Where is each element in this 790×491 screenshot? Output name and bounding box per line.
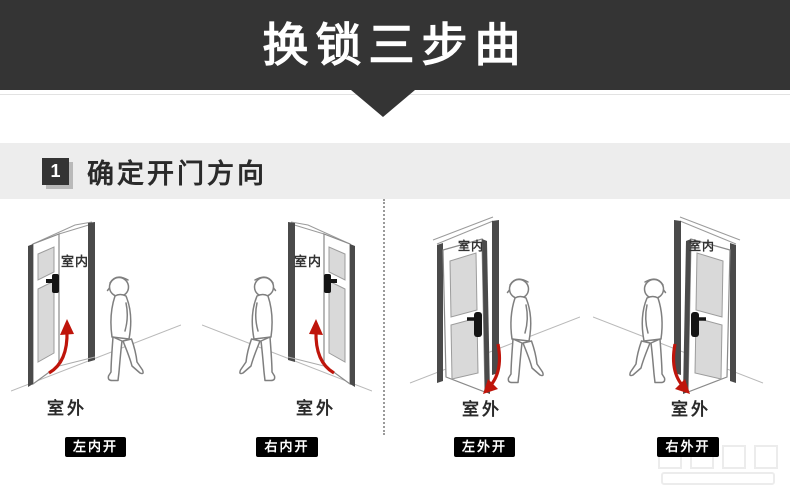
diagram-row: 室内 室外 左内开 室内 室外 右内开 室内 室外 左外开 室内 [0,199,790,457]
banner-pointer-triangle [351,90,415,117]
direction-label-left-inward: 左内开 [64,437,126,457]
door-illustration-right-inward: 室内 室外 [202,213,372,418]
banner: 换锁三步曲 [0,0,790,90]
direction-label-right-outward: 右外开 [657,437,719,457]
outdoor-label: 室外 [462,399,502,419]
door-illustration-left-outward: 室内 室外 [390,213,580,419]
indoor-label: 室内 [294,254,322,269]
door-art [11,222,181,391]
step-number-badge: 1 [42,157,69,185]
indoor-label: 室内 [457,238,483,253]
diagram-right-outward: 室内 室外 右外开 [586,213,790,457]
door-art [410,217,580,394]
direction-label-left-outward: 左外开 [453,437,515,457]
diagram-left-outward: 室内 室外 左外开 [383,213,586,457]
diagram-right-inward: 室内 室外 右内开 [191,213,383,457]
outdoor-label: 室外 [47,398,87,418]
door-art [202,222,372,391]
door-art [593,217,763,394]
step-number: 1 [50,161,61,181]
step-title: 确定开门方向 [87,158,267,189]
page-title: 换锁三步曲 [262,19,528,71]
dashed-divider [383,199,385,435]
door-illustration-left-inward: 室内 室外 [11,213,181,418]
outdoor-label: 室外 [671,399,711,419]
direction-label-right-inward: 右内开 [256,437,318,457]
indoor-label: 室内 [60,254,88,269]
door-illustration-right-outward: 室内 室外 [593,213,783,419]
indoor-label: 室内 [689,238,715,253]
step-heading: 1 确定开门方向 [0,143,790,199]
watermark-url [661,472,775,485]
diagram-left-inward: 室内 室外 左内开 [0,213,191,457]
outdoor-label: 室外 [296,398,336,418]
